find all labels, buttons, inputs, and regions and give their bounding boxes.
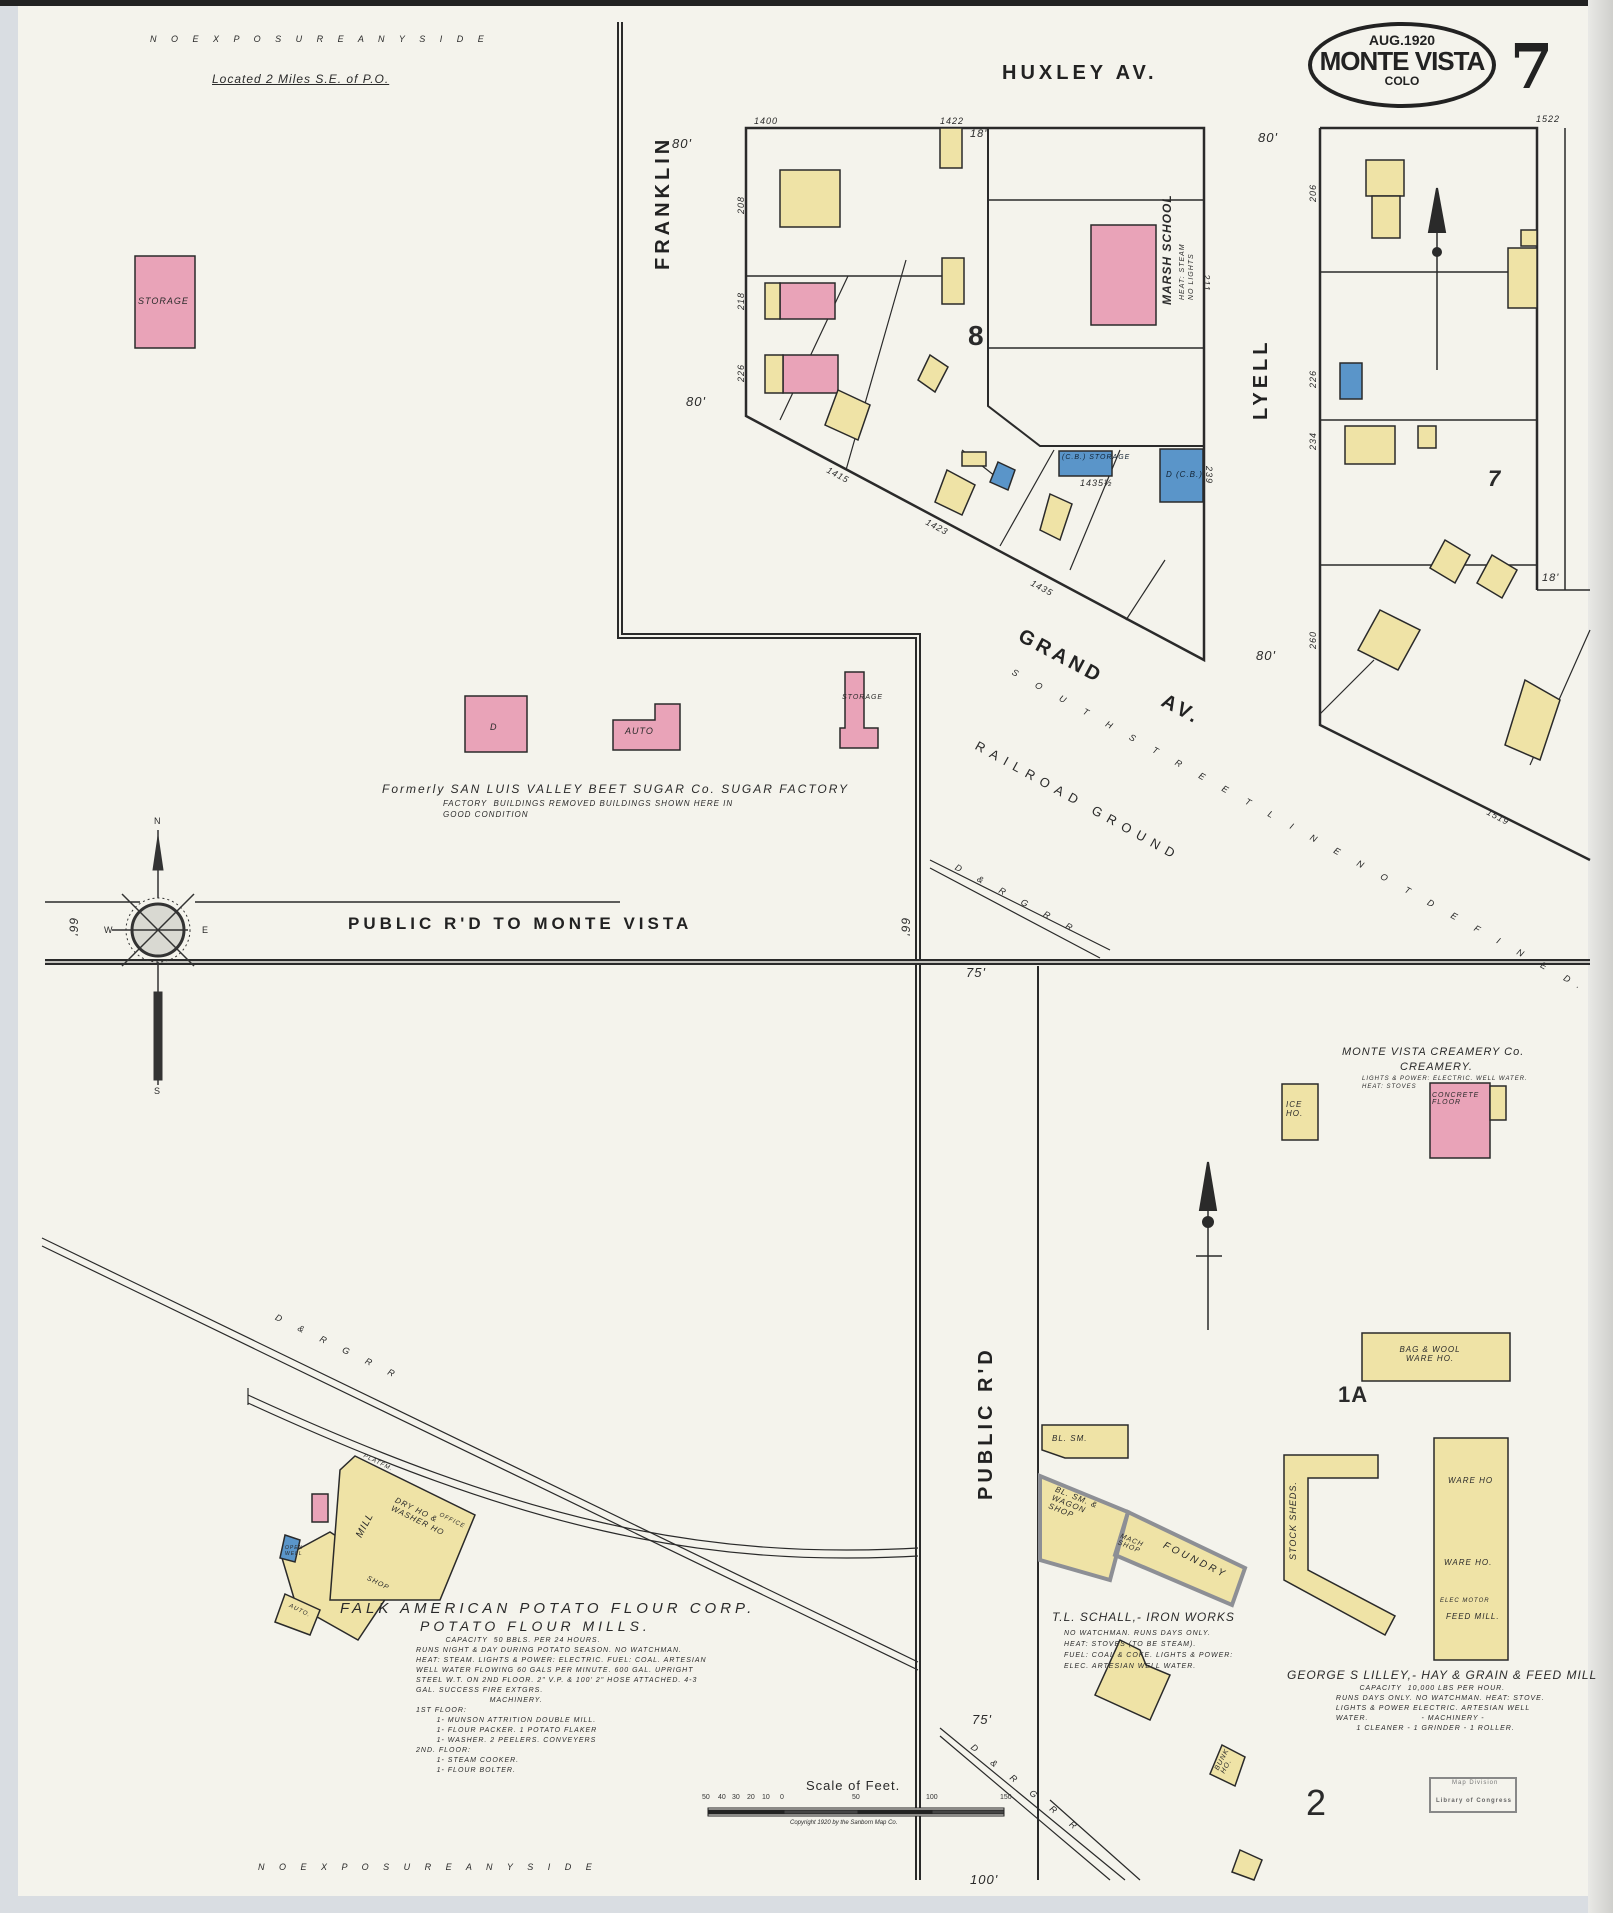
sugar-factory-title: Formerly SAN LUIS VALLEY BEET SUGAR Co. … bbox=[382, 782, 849, 796]
warehouse-label-1: WARE HO bbox=[1448, 1476, 1494, 1485]
street-public-road-vertical: PUBLIC R'D bbox=[975, 1346, 997, 1500]
block-8-outline bbox=[744, 126, 1206, 663]
width-label: 75' bbox=[966, 965, 986, 980]
railroad-track bbox=[41, 1237, 919, 1671]
width-label: 80' bbox=[1258, 130, 1278, 145]
address-label: 234 bbox=[1308, 431, 1319, 451]
width-label: 80' bbox=[1256, 648, 1276, 663]
bl-sm-label: BL. SM. bbox=[1052, 1434, 1088, 1443]
street-lyell: LYELL bbox=[1250, 338, 1272, 421]
address-label: 218 bbox=[736, 291, 747, 311]
building-label-storage-mid: STORAGE bbox=[842, 694, 884, 701]
marsh-school bbox=[1090, 224, 1157, 326]
compass-north: N bbox=[154, 816, 162, 826]
map-state: COLO bbox=[1384, 74, 1420, 88]
library-stamp-box bbox=[1429, 1777, 1517, 1813]
compass-south: S bbox=[154, 1086, 162, 1096]
address-label: 226 bbox=[1308, 369, 1319, 389]
street-public-road: PUBLIC R'D TO MONTE VISTA bbox=[348, 914, 693, 933]
falk-mill-subtitle: POTATO FLOUR MILLS. bbox=[420, 1618, 651, 1634]
width-label: 75' bbox=[972, 1712, 992, 1727]
copyright-note: Copyright 1920 by the Sanborn Map Co. bbox=[790, 1820, 898, 1826]
address-label: 1422 bbox=[940, 116, 965, 126]
ice-house-label: ICE HO. bbox=[1286, 1100, 1304, 1118]
scale-bar bbox=[707, 1807, 1005, 1817]
creamery-subtitle: CREAMERY. bbox=[1400, 1061, 1473, 1073]
address-label: 1400 bbox=[754, 116, 779, 126]
schall-iron-works-note: NO WATCHMAN. RUNS DAYS ONLY. HEAT: STOVE… bbox=[1064, 1630, 1234, 1670]
creamery-floor-label: CONCRETE FLOOR bbox=[1432, 1092, 1480, 1106]
exposure-note-top: N O E X P O S U R E A N Y S I D E bbox=[150, 34, 490, 44]
bag-wool-warehouse bbox=[1361, 1332, 1511, 1382]
building-label-auto: AUTO bbox=[625, 726, 654, 736]
feed-mill-label: FEED MILL. bbox=[1446, 1612, 1500, 1621]
location-note: Located 2 Miles S.E. of P.O. bbox=[212, 72, 390, 86]
compass-west: W bbox=[104, 925, 114, 935]
marsh-school-label: MARSH SCHOOL bbox=[1160, 194, 1174, 305]
stock-sheds-label: STOCK SHEDS. bbox=[1288, 1481, 1298, 1560]
storage-building-left bbox=[134, 255, 196, 349]
width-label: 18' bbox=[1542, 572, 1560, 584]
block-number-2: 2 bbox=[1306, 1782, 1328, 1823]
address-label: 1435½ bbox=[1080, 478, 1113, 488]
creamery-note: LIGHTS & POWER: ELECTRIC. WELL WATER. HE… bbox=[1362, 1076, 1528, 1090]
sugar-factory-note: FACTORY BUILDINGS REMOVED BUILDINGS SHOW… bbox=[443, 799, 734, 819]
map-date: AUG.1920 bbox=[1368, 32, 1436, 48]
stamp-line-1: Map Division bbox=[1452, 1780, 1499, 1786]
cb-dwelling-label: D (C.B.) bbox=[1166, 470, 1203, 479]
stamp-line-2: Library of Congress bbox=[1436, 1798, 1513, 1804]
address-label: 211 bbox=[1201, 274, 1212, 292]
width-label: 66' bbox=[66, 917, 81, 937]
address-label: 260 bbox=[1308, 630, 1319, 650]
feed-mill bbox=[1433, 1437, 1509, 1661]
scale-title: Scale of Feet. bbox=[806, 1778, 901, 1793]
cb-dwelling bbox=[1159, 448, 1204, 503]
cb-storage-label: (C.B.) STORAGE bbox=[1062, 454, 1131, 461]
street-franklin: FRANKLIN bbox=[652, 135, 674, 270]
falk-mill-note: CAPACITY 50 BBLS. PER 24 HOURS. RUNS NIG… bbox=[416, 1637, 707, 1774]
width-label: 100' bbox=[970, 1872, 999, 1887]
scan-border-right bbox=[1588, 0, 1613, 1913]
bl-sm-building bbox=[1041, 1424, 1129, 1459]
street-huxley: HUXLEY AV. bbox=[1002, 62, 1158, 84]
stock-sheds bbox=[1283, 1454, 1397, 1637]
building-label-storage: STORAGE bbox=[138, 296, 189, 306]
exposure-note-bottom: N O E X P O S U R E A N Y S I D E bbox=[258, 1862, 598, 1872]
block-7-outline bbox=[1318, 126, 1591, 862]
address-label: 226 bbox=[736, 363, 747, 383]
width-label: 66' bbox=[898, 917, 913, 937]
width-label: 80' bbox=[686, 394, 706, 409]
open-well-label: OPEN WELL bbox=[285, 1545, 304, 1557]
address-label: 1522 bbox=[1536, 114, 1561, 124]
lilley-feed-mill-note: CAPACITY 10,000 LBS PER HOUR. RUNS DAYS … bbox=[1335, 1685, 1545, 1732]
creamery-title: MONTE VISTA CREAMERY Co. bbox=[1342, 1046, 1525, 1058]
compass-east: E bbox=[202, 925, 210, 935]
schall-iron-works-title: T.L. SCHALL,- IRON WORKS bbox=[1052, 1610, 1235, 1624]
compass-rose bbox=[112, 830, 195, 1085]
address-label: 239 bbox=[1204, 465, 1215, 485]
building-label-dwelling: D bbox=[490, 722, 498, 732]
address-label: 208 bbox=[736, 195, 747, 215]
warehouse-label-2: WARE HO. bbox=[1444, 1558, 1493, 1567]
sheet-number: 7 bbox=[1510, 30, 1554, 103]
cb-storage bbox=[1058, 450, 1113, 477]
block-number-7: 7 bbox=[1488, 466, 1502, 491]
elec-motor-label: ELEC MOTOR bbox=[1440, 1598, 1490, 1604]
width-label: 18' bbox=[970, 128, 988, 140]
lilley-feed-mill-title: GEORGE S LILLEY,- HAY & GRAIN & FEED MIL… bbox=[1287, 1668, 1598, 1682]
block-number-1a: 1A bbox=[1338, 1382, 1369, 1407]
falk-mill-title: FALK AMERICAN POTATO FLOUR CORP. bbox=[340, 1600, 756, 1617]
block-number-8: 8 bbox=[968, 320, 985, 351]
width-label: 80' bbox=[672, 136, 692, 151]
map-city: MONTE VISTA bbox=[1319, 46, 1486, 76]
title-cartouche: AUG.1920 MONTE VISTA COLO bbox=[1308, 22, 1496, 108]
scan-border-top bbox=[0, 0, 1613, 6]
bag-wool-label: BAG & WOOL WARE HO. bbox=[1399, 1345, 1461, 1363]
address-label: 206 bbox=[1308, 183, 1319, 203]
marsh-school-note: HEAT: STEAM NO LIGHTS bbox=[1179, 243, 1195, 300]
